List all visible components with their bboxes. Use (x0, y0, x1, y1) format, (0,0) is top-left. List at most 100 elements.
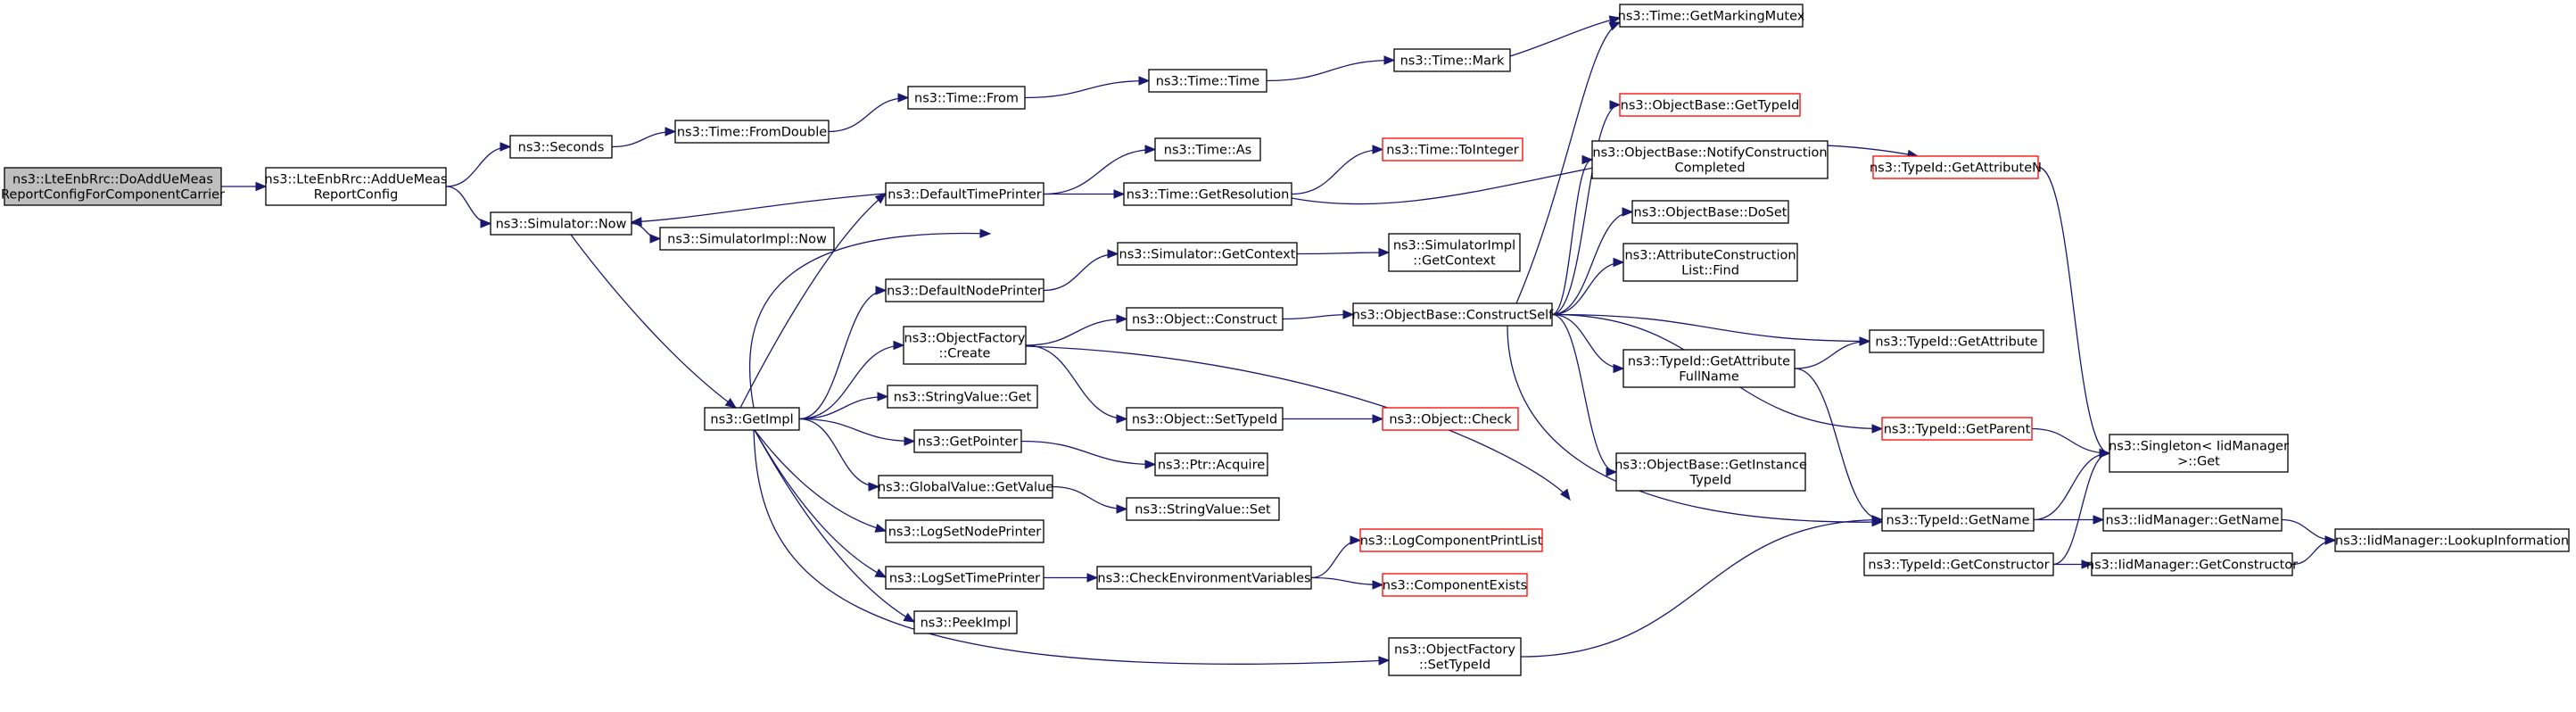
node-time-from[interactable]: ns3::Time::From (907, 86, 1026, 110)
node-box (887, 385, 1038, 409)
node-time-mark[interactable]: ns3::Time::Mark (1393, 48, 1511, 72)
node-obj-factory-create[interactable]: ns3::ObjectFactory::Create (903, 326, 1027, 365)
node-get-pointer[interactable]: ns3::GetPointer (913, 429, 1022, 453)
node-time-as[interactable]: ns3::Time::As (1154, 137, 1261, 161)
node-type-id-get-name[interactable]: ns3::TypeId::GetName (1881, 508, 2035, 532)
node-get-attribute[interactable]: ns3::TypeId::GetAttribute (1869, 329, 2044, 353)
node-obj-factory-set-type-id[interactable]: ns3::ObjectFactory::SetTypeId (1388, 637, 1522, 676)
node-box (4, 167, 222, 206)
node-type-id-get-constructor[interactable]: ns3::TypeId::GetConstructor (1863, 552, 2054, 576)
node-get-resolution[interactable]: ns3::Time::GetResolution (1123, 182, 1292, 206)
arrowhead (1113, 189, 1126, 199)
edge-def-node-printer-to-sim-get-context (1043, 249, 1119, 292)
node-marking-mutex[interactable]: ns3::Time::GetMarkingMutex (1618, 4, 1805, 28)
node-get-attribute-n[interactable]: ns3::TypeId::GetAttributeN (1870, 155, 2042, 179)
node-label-line: ns3::IidManager::LookupInformation (2335, 534, 2569, 549)
node-log-set-node-printer[interactable]: ns3::LogSetNodePrinter (885, 519, 1044, 543)
node-label-line: ns3::Seconds (518, 141, 605, 155)
edge-time-mark-to-marking-mutex (1509, 15, 1622, 57)
node-def-time-printer[interactable]: ns3::DefaultTimePrinter (885, 182, 1044, 206)
node-construct-self[interactable]: ns3::ObjectBase::ConstructSelf (1352, 302, 1554, 327)
arrowhead (875, 286, 888, 295)
node-box (2091, 552, 2293, 576)
node-box (2334, 528, 2570, 552)
node-get-parent[interactable]: ns3::TypeId::GetParent (1881, 417, 2033, 441)
node-obj-construct[interactable]: ns3::Object::Construct (1126, 307, 1284, 331)
arrowhead (1086, 573, 1099, 583)
node-do-set[interactable]: ns3::ObjectBase::DoSet (1631, 200, 1789, 224)
arrowhead (1559, 488, 1571, 501)
node-log-set-time-printer[interactable]: ns3::LogSetTimePrinter (885, 566, 1044, 590)
node-label-line: ns3::LteEnbRrc::DoAddUeMeas (12, 173, 213, 187)
edge-obj-factory-create-to-obj-construct (1025, 314, 1128, 346)
arrowhead (897, 93, 910, 103)
arrowhead (1606, 467, 1618, 477)
node-box (1117, 242, 1298, 266)
arrowhead (255, 181, 268, 192)
node-sim-impl-now[interactable]: ns3::SimulatorImpl::Now (659, 227, 835, 251)
node-ptr-acquire[interactable]: ns3::Ptr::Acquire (1154, 452, 1268, 476)
node-box (704, 407, 800, 431)
node-sim-now[interactable]: ns3::Simulator::Now (490, 211, 632, 236)
node-label-line: ns3::ObjectBase::DoSet (1634, 206, 1788, 220)
node-string-value-get[interactable]: ns3::StringValue::Get (887, 385, 1038, 409)
node-notify-construction[interactable]: ns3::ObjectBase::NotifyConstructionCompl… (1591, 140, 1829, 179)
node-seconds[interactable]: ns3::Seconds (509, 135, 613, 159)
node-sim-get-context[interactable]: ns3::Simulator::GetContext (1117, 242, 1298, 266)
node-label-line: ns3::ObjectBase::GetInstance (1614, 459, 1807, 473)
node-box (1126, 307, 1284, 331)
arrowhead (1378, 656, 1391, 666)
node-label-line: ns3::Time::FromDouble (677, 126, 827, 140)
node-root[interactable]: ns3::LteEnbRrc::DoAddUeMeasReportConfigF… (1, 167, 225, 206)
node-iid-get-name[interactable]: ns3::IidManager::GetName (2102, 508, 2283, 532)
node-box (1126, 497, 1280, 521)
node-log-comp-print-list[interactable]: ns3::LogComponentPrintList (1359, 528, 1543, 552)
arrowhead (1144, 145, 1157, 154)
arrowhead (1350, 535, 1362, 545)
arrowhead (1608, 21, 1622, 31)
node-obj-check[interactable]: ns3::Object::Check (1382, 407, 1519, 431)
node-box (1881, 508, 2035, 532)
node-component-exists[interactable]: ns3::ComponentExists (1382, 573, 1528, 597)
node-time-time[interactable]: ns3::Time::Time (1148, 69, 1267, 93)
node-def-node-printer[interactable]: ns3::DefaultNodePrinter (885, 278, 1044, 302)
node-label-line: ns3::Object::Construct (1132, 313, 1277, 327)
arrowhead (1116, 504, 1128, 514)
node-global-get-value[interactable]: ns3::GlobalValue::GetValue (878, 475, 1053, 499)
node-label-line: ns3::TypeId::GetAttribute (1628, 355, 1790, 369)
node-obj-set-type-id[interactable]: ns3::Object::SetTypeId (1126, 407, 1284, 431)
node-check-env[interactable]: ns3::CheckEnvironmentVariables (1096, 566, 1312, 590)
arrowhead (1871, 515, 1884, 525)
node-from-double[interactable]: ns3::Time::FromDouble (674, 120, 830, 144)
node-iid-get-constructor[interactable]: ns3::IidManager::GetConstructor (2086, 552, 2298, 576)
edge-get-impl-to-obj-factory-set-type-id (753, 429, 1391, 666)
node-box (2109, 434, 2289, 473)
edge-def-time-printer-to-get-resolution (1044, 189, 1126, 199)
node-to-integer[interactable]: ns3::Time::ToInteger (1382, 137, 1523, 161)
node-peek-impl[interactable]: ns3::PeekImpl (913, 610, 1018, 634)
node-get-impl[interactable]: ns3::GetImpl (704, 407, 800, 431)
arrowhead (1138, 76, 1151, 86)
node-string-value-set[interactable]: ns3::StringValue::Set (1126, 497, 1280, 521)
node-label-line: >::Get (2177, 455, 2220, 469)
node-box (907, 86, 1026, 110)
node-singleton-get[interactable]: ns3::Singleton< IidManager >::Get (2109, 434, 2289, 473)
call-nodes: ns3::LteEnbRrc::DoAddUeMeasReportConfigF… (1, 4, 2570, 676)
node-label-line: ns3::TypeId::GetConstructor (1868, 559, 2049, 573)
edge-time-from-to-time-time (1024, 76, 1151, 99)
edge-obj-factory-set-type-id-to-type-id-get-name (1520, 515, 1884, 658)
node-obj-base-get-type-id[interactable]: ns3::ObjectBase::GetTypeId (1619, 93, 1801, 117)
node-lookup-info[interactable]: ns3::IidManager::LookupInformation (2334, 528, 2570, 552)
node-label-line: ns3::StringValue::Set (1135, 503, 1271, 517)
edge-from-double-to-time-from (828, 93, 910, 133)
edge-add-ue-meas-to-sim-now (445, 186, 492, 228)
node-sim-impl-get-context[interactable]: ns3::SimulatorImpl::GetContext (1388, 233, 1521, 272)
node-label-line: ns3::Object::SetTypeId (1132, 413, 1277, 427)
arrowhead (2324, 535, 2337, 545)
node-label-line: ns3::TypeId::GetName (1887, 514, 2030, 528)
edge-obj-construct-to-construct-self (1282, 310, 1355, 320)
